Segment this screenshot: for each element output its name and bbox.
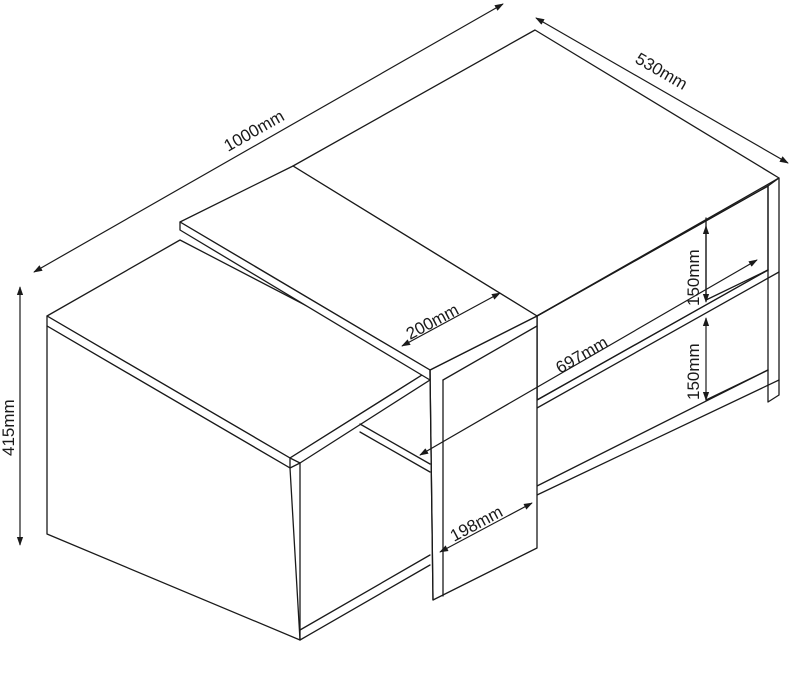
left-cube [46, 239, 431, 641]
label-150mm-upper: 150mm [684, 249, 703, 306]
label-150mm-lower: 150mm [684, 343, 703, 400]
dim-line-198 [439, 502, 533, 553]
dim-line-530 [535, 17, 789, 164]
dimension-lines [16, 3, 789, 553]
label-1000mm: 1000mm [221, 106, 288, 155]
label-415mm: 415mm [0, 399, 18, 456]
dim-line-697 [419, 259, 758, 456]
dim-line-1000 [33, 3, 504, 273]
label-530mm: 530mm [632, 49, 691, 94]
